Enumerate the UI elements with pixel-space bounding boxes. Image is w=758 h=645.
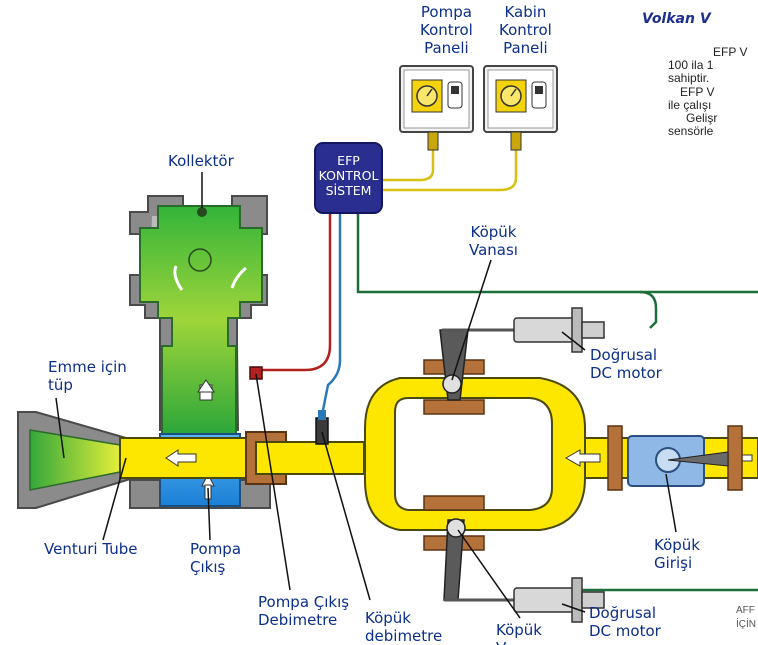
dial-icon <box>495 79 527 113</box>
leader-lines <box>55 172 677 619</box>
side-panel-title: Volkan V <box>642 11 711 27</box>
side-panel-text: EFP V 100 ila 1 sahiptir. EFP V ile çalı… <box>668 45 758 139</box>
collector-port <box>197 207 207 217</box>
efp-control-box <box>314 142 383 214</box>
side-line: ile çalışı <box>668 97 712 112</box>
side-line: sensörle <box>668 124 714 139</box>
side-line: EFP V <box>713 45 748 59</box>
foam-inlet-valve <box>627 435 729 487</box>
pump-control-panel <box>399 65 474 151</box>
label-collector: Kollektör <box>168 152 234 170</box>
discharge-pipe <box>165 359 758 551</box>
wire-yellow-pump <box>382 150 435 182</box>
foam-valve-bottom <box>443 518 605 623</box>
control-wiring <box>262 150 758 592</box>
wire-yellow-cabin <box>382 150 518 192</box>
pump-flowmeter <box>249 366 263 380</box>
side-line: 100 ila 1 <box>668 58 714 73</box>
venturi-tube <box>17 411 261 509</box>
collector-manifold <box>129 195 268 435</box>
wire-blue <box>320 200 342 416</box>
arrow-left-icon <box>564 449 601 467</box>
dial-icon <box>411 79 443 113</box>
side-line: sahiptir. <box>668 71 710 86</box>
side-line: Gelişr <box>686 111 718 126</box>
wire-red <box>262 190 332 372</box>
cabin-control-panel <box>483 65 558 151</box>
switch-icon <box>531 81 547 109</box>
arrow-left-icon <box>165 449 197 467</box>
collector-sight-glass <box>188 248 212 272</box>
flow-curve-right <box>230 266 247 289</box>
switch-icon <box>447 81 463 109</box>
foam-valve-top <box>439 307 605 401</box>
foam-flowmeter <box>315 410 329 445</box>
label-venturi-tube: Venturi Tube <box>44 540 138 558</box>
side-line: EFP V <box>680 84 715 99</box>
flow-curve-left <box>173 265 184 291</box>
arrow-up-icon <box>197 379 215 401</box>
